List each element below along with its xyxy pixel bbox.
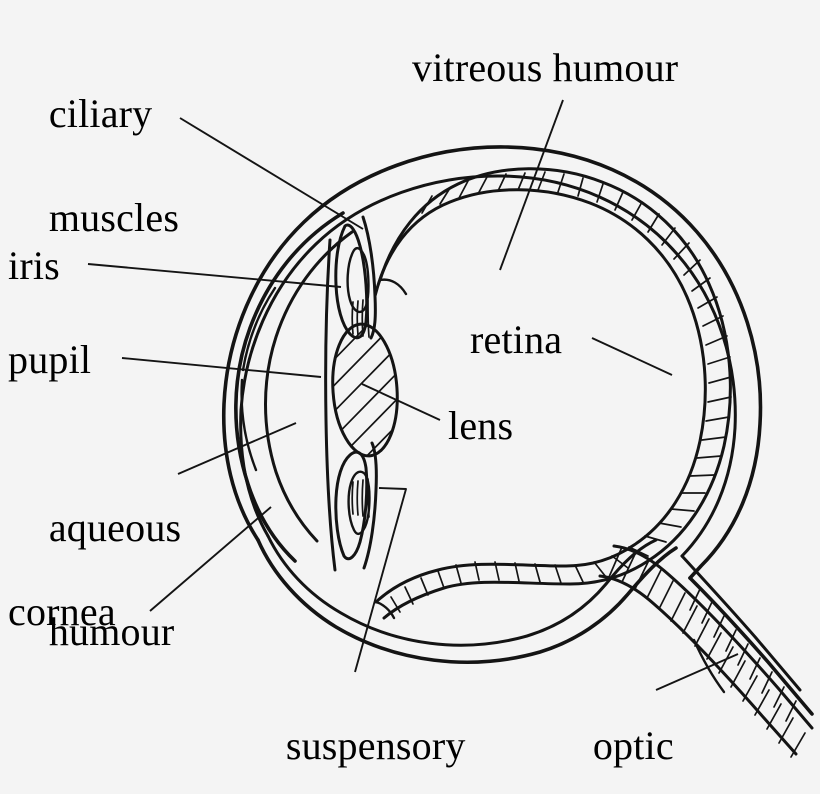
suspensory-ligament-striations-upper [351, 299, 370, 338]
label-suspensory-ligaments: suspensory ligaments [245, 668, 466, 794]
leader-optic-nerve [655, 653, 739, 691]
label-ciliary-muscles: ciliary muscles [8, 36, 179, 296]
retina-hatching [390, 171, 732, 613]
optic-nerve-rungs [608, 546, 806, 758]
label-optic-nerve-line1: optic [592, 723, 674, 768]
lens-outline [331, 322, 399, 458]
leader-suspensory-ligaments [354, 487, 407, 673]
iris-lower-flap [334, 450, 369, 561]
anterior-chamber-arc-upper [241, 286, 277, 372]
label-vitreous-humour: vitreous humour [412, 45, 679, 90]
lens-hatching [329, 322, 401, 458]
label-ciliary-muscles-line2: muscles [48, 195, 180, 240]
leader-pupil [121, 357, 322, 378]
label-pupil: pupil [8, 337, 92, 382]
label-optic-nerve: optic nerve [552, 668, 683, 794]
sclera-inner-lower [266, 534, 658, 647]
iris-upper-lobe [346, 247, 370, 314]
label-suspensory-ligaments-line1: suspensory [285, 723, 466, 768]
iris-upper-flap [334, 223, 369, 340]
label-aqueous-humour-line2: humour [48, 609, 175, 654]
suspensory-ligament-striations-lower [351, 478, 370, 518]
leader-retina [591, 337, 673, 376]
cornea-inner-arc [264, 230, 354, 543]
leader-cornea [149, 506, 272, 612]
anterior-chamber-arc-lower [240, 378, 258, 472]
leader-iris [87, 263, 342, 288]
retina-notch-upper-left [378, 278, 408, 296]
leader-lens [361, 383, 441, 421]
sclera-nerve-upper-edge [688, 576, 814, 716]
sclera-outer-outline [221, 145, 763, 580]
label-aqueous-humour-line1: aqueous [48, 505, 182, 550]
ciliary-wall-left [324, 238, 337, 572]
retina-notch-lower-left [374, 600, 396, 620]
iris-lower-lobe [347, 470, 371, 535]
leader-aqueous-humour [177, 422, 297, 475]
label-ciliary-muscles-line1: ciliary [48, 91, 153, 136]
label-aqueous-humour: aqueous humour [8, 450, 181, 710]
label-cornea: cornea [8, 589, 116, 634]
label-iris: iris [8, 243, 60, 288]
retina-outer-boundary [378, 167, 732, 620]
ciliary-body-lower-contour [362, 441, 378, 570]
label-retina: retina [470, 317, 563, 362]
leader-ciliary-muscles [179, 117, 364, 230]
optic-nerve-sheath-rungs [689, 588, 797, 722]
retina-inner-boundary [373, 188, 707, 604]
leader-vitreous-humour [499, 99, 564, 271]
sclera-nerve-lower-edge [680, 554, 802, 692]
cornea-outer-arc [234, 211, 345, 563]
label-lens: lens [448, 403, 514, 448]
